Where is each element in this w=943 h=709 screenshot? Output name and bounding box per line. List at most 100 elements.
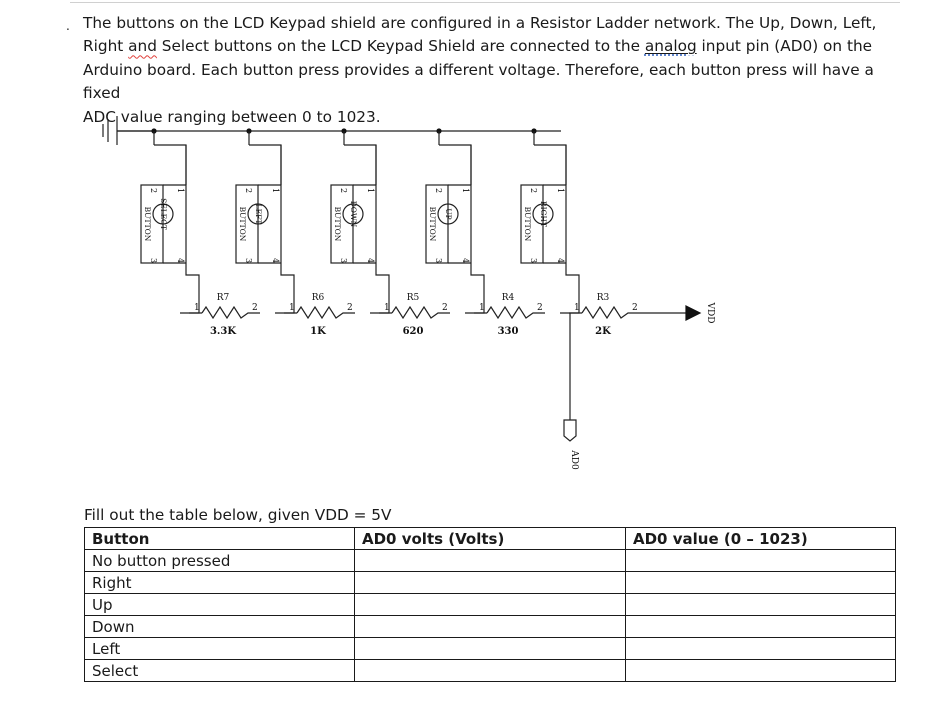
cell-volts[interactable] [354,615,626,638]
button-name-label: RIGHT [539,201,548,227]
resistor-zigzag [201,305,260,320]
button-name-label: DOWN [349,201,358,228]
resistor-value: 3.3K [210,326,236,337]
cell-button: Down [84,615,355,638]
pin-label: 1 [176,188,185,193]
cell-volts[interactable] [354,549,626,572]
cell-value[interactable] [625,659,896,682]
button-part-label: BUTTON [428,207,437,242]
resistor-ref: R6 [312,293,325,303]
intro-line-3: Arduino board. Each button press provide… [83,60,874,103]
pin-label: 1 [271,188,280,193]
resistor-pin-1: 1 [574,303,580,313]
resistor-ref: R7 [217,293,230,303]
resistor-pin-2: 2 [252,303,258,313]
pin-label: 2 [244,188,253,193]
pin-label: 3 [244,258,253,263]
button-name-label: UP [444,208,453,219]
header-ad0-value: AD0 value (0 – 1023) [625,527,896,550]
pin-label: 2 [339,188,348,193]
button-name-label: LEFT [254,204,263,225]
pin-label: 4 [366,258,375,263]
resistor-pin-2: 2 [347,303,353,313]
resistor-value: 1K [310,326,326,337]
vdd-label: VDD [705,302,715,324]
resistor-pin-1: 1 [194,303,200,313]
pin-label: 2 [529,188,538,193]
spell-flag-analog: analog [644,37,697,56]
cell-value[interactable] [625,615,896,638]
answer-table: Button AD0 volts (Volts) AD0 value (0 – … [84,527,896,682]
spell-flag-and: and [128,37,157,56]
pin-label: 1 [556,188,565,193]
resistor-ref: R3 [597,293,610,303]
header-ad0-volts: AD0 volts (Volts) [354,527,626,550]
resistor-value: 620 [403,326,424,337]
cell-button: Up [84,593,355,616]
header-button: Button [84,527,355,550]
cell-button: Right [84,571,355,594]
pin-label: 1 [366,188,375,193]
resistor-r5: R5 620 1 2 [370,293,450,337]
button-right: 2 1 3 4 BUTTON RIGHT [520,128,580,314]
resistor-zigzag [391,305,450,320]
intro-line-2a: Right [83,37,129,56]
table-row: No button pressed [84,549,896,572]
resistor-pin-1: 1 [384,303,390,313]
button-part-label: BUTTON [238,207,247,242]
pin-label: 2 [149,188,158,193]
table-row: Right [84,571,896,594]
intro-line-1: The buttons on the LCD Keypad shield are… [83,14,877,32]
pin-label: 3 [149,258,158,263]
resistor-zigzag [581,305,640,320]
resistor-value: 330 [498,326,519,337]
cell-volts[interactable] [354,593,626,616]
resistor-r7: R7 3.3K 1 2 [180,293,260,337]
resistor-r4: R4 330 1 2 [465,293,545,337]
top-rule [70,2,900,3]
cell-value[interactable] [625,593,896,616]
button-left: 2 1 3 4 BUTTON LEFT [235,128,295,314]
pin-label: 4 [176,258,185,263]
resistor-zigzag [486,305,545,320]
cell-value[interactable] [625,637,896,660]
pin-label: 4 [271,258,280,263]
resistor-r3: R3 2K 1 2 [560,293,640,337]
resistor-value: 2K [595,326,611,337]
pin-label: 3 [339,258,348,263]
cell-volts[interactable] [354,571,626,594]
resistor-ref: R5 [407,293,420,303]
cell-volts[interactable] [354,637,626,660]
button-part-label: BUTTON [523,207,532,242]
pin-label: 4 [556,258,565,263]
cell-value[interactable] [625,571,896,594]
table-row: Up [84,593,896,616]
resistor-zigzag [296,305,355,320]
pin-label: 4 [461,258,470,263]
table-header-row: Button AD0 volts (Volts) AD0 value (0 – … [84,527,896,550]
intro-line-2e: input pin (AD0) on the [696,37,873,56]
cell-button: Left [84,637,355,660]
pin-label: 1 [461,188,470,193]
resistor-pin-1: 1 [479,303,485,313]
table-row: Select [84,659,896,682]
cell-button: No button pressed [84,549,355,572]
table-row: Left [84,637,896,660]
resistor-ref: R4 [502,293,515,303]
bullet-marker: . [66,19,70,33]
cell-value[interactable] [625,549,896,572]
cell-volts[interactable] [354,659,626,682]
intro-line-4: ADC value ranging between 0 to 1023. [83,107,381,126]
pin-label: 3 [529,258,538,263]
resistor-pin-2: 2 [537,303,543,313]
intro-paragraph: The buttons on the LCD Keypad shield are… [83,12,913,129]
resistor-pin-2: 2 [632,303,638,313]
resistor-pin-2: 2 [442,303,448,313]
button-part-label: BUTTON [143,207,152,242]
table-row: Down [84,615,896,638]
